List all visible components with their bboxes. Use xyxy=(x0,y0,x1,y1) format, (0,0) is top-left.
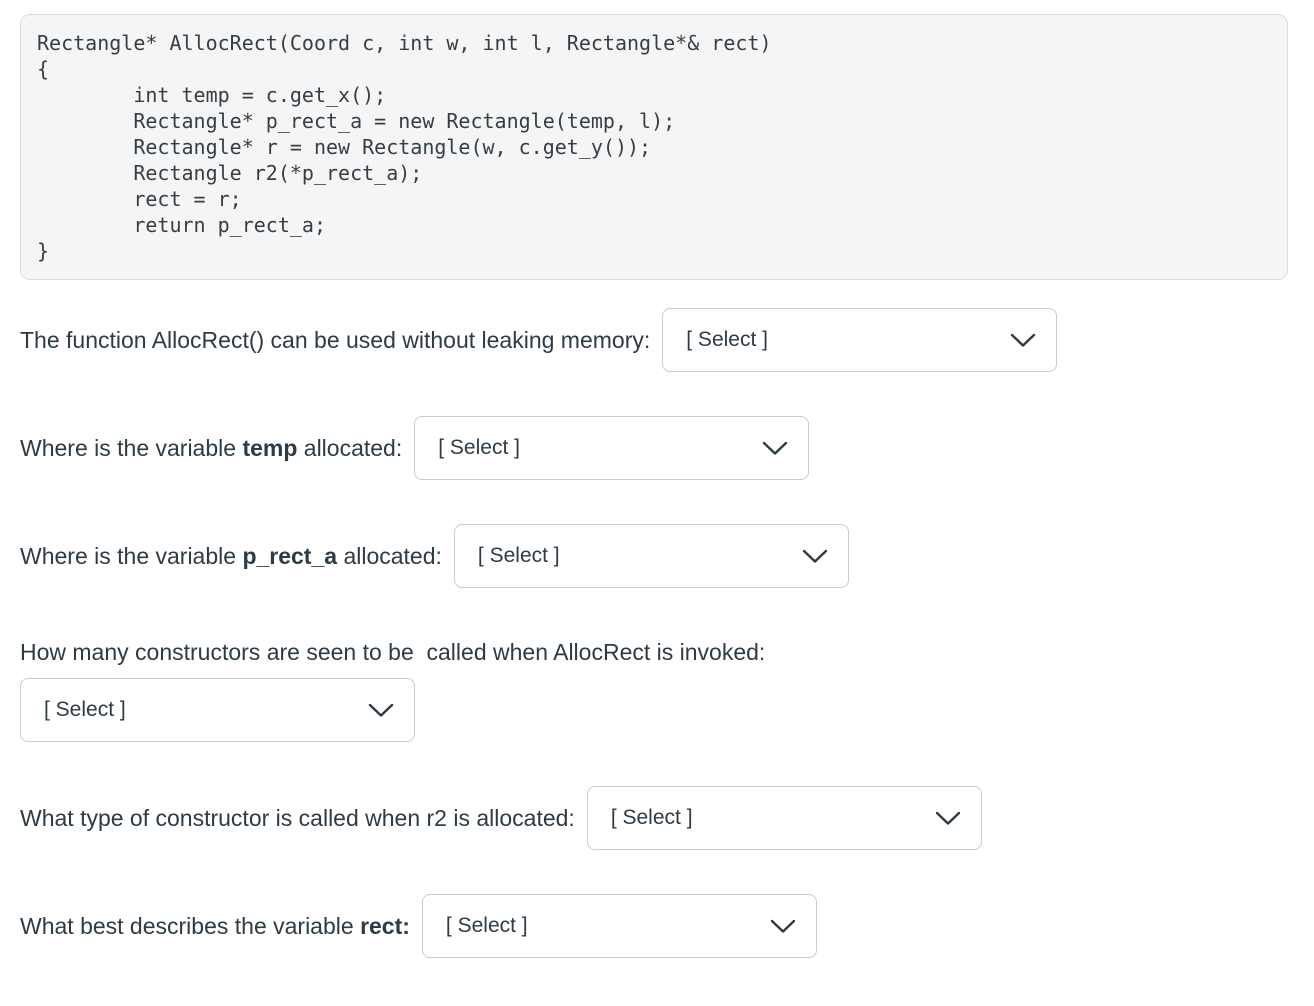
question-text-segment: What best describes the variable xyxy=(20,913,361,939)
question-text-bold: p_rect_a xyxy=(242,543,338,569)
question-text-segment: Where is the variable xyxy=(20,435,243,461)
question-text-segment: allocated: xyxy=(297,435,403,461)
question-text-segment: What type of constructor is called when … xyxy=(20,805,575,831)
select-value: [ Select ] xyxy=(610,806,693,829)
question-text-bold: rect: xyxy=(360,913,410,939)
question-text-bold: temp xyxy=(242,435,298,461)
quiz-question-page: Rectangle* AllocRect(Coord c, int w, int… xyxy=(0,14,1314,1006)
chevron-down-icon xyxy=(763,441,788,455)
chevron-down-icon xyxy=(802,549,828,563)
select-value: [ Select ] xyxy=(445,914,528,937)
chevron-down-icon xyxy=(935,811,961,825)
chevron-down-icon xyxy=(770,919,796,933)
select-value: [ Select ] xyxy=(477,544,560,567)
question-text-segment: Where is the variable xyxy=(20,543,243,569)
select-r2-constructor-type[interactable]: [ Select ] xyxy=(586,786,982,850)
select-rect-description[interactable]: [ Select ] xyxy=(421,894,817,958)
question-leak-memory: The function AllocRect() can be used wit… xyxy=(20,308,1314,372)
question-p-rect-a-allocated: Where is the variable p_rect_a allocated… xyxy=(20,524,1314,588)
question-text: What type of constructor is called when … xyxy=(20,802,575,834)
question-rect-description: What best describes the variable rect: [… xyxy=(20,894,1314,958)
question-constructor-count: How many constructors are seen to be cal… xyxy=(20,636,1314,742)
question-text: The function AllocRect() can be used wit… xyxy=(20,324,650,356)
question-text: Where is the variable temp allocated: xyxy=(20,432,402,464)
question-text: What best describes the variable rect: xyxy=(20,910,410,942)
chevron-down-icon xyxy=(368,703,394,717)
question-text-segment: allocated: xyxy=(337,543,442,569)
question-r2-constructor-type: What type of constructor is called when … xyxy=(20,786,1314,850)
question-temp-allocated: Where is the variable temp allocated: [ … xyxy=(20,416,1314,480)
question-text: How many constructors are seen to be cal… xyxy=(20,636,1314,668)
question-text-segment: The function AllocRect() can be used wit… xyxy=(20,327,651,353)
question-text: Where is the variable p_rect_a allocated… xyxy=(20,540,442,572)
select-temp-allocated[interactable]: [ Select ] xyxy=(414,416,810,480)
select-p-rect-a-allocated[interactable]: [ Select ] xyxy=(453,524,849,588)
select-value: [ Select ] xyxy=(686,328,768,351)
question-text-segment: How many constructors are seen to be cal… xyxy=(20,639,766,665)
select-without-leaking-memory[interactable]: [ Select ] xyxy=(662,308,1058,372)
chevron-down-icon xyxy=(1011,333,1036,347)
select-value: [ Select ] xyxy=(44,698,126,721)
code-block: Rectangle* AllocRect(Coord c, int w, int… xyxy=(20,14,1288,280)
select-value: [ Select ] xyxy=(438,436,520,459)
select-constructor-count[interactable]: [ Select ] xyxy=(20,678,415,742)
